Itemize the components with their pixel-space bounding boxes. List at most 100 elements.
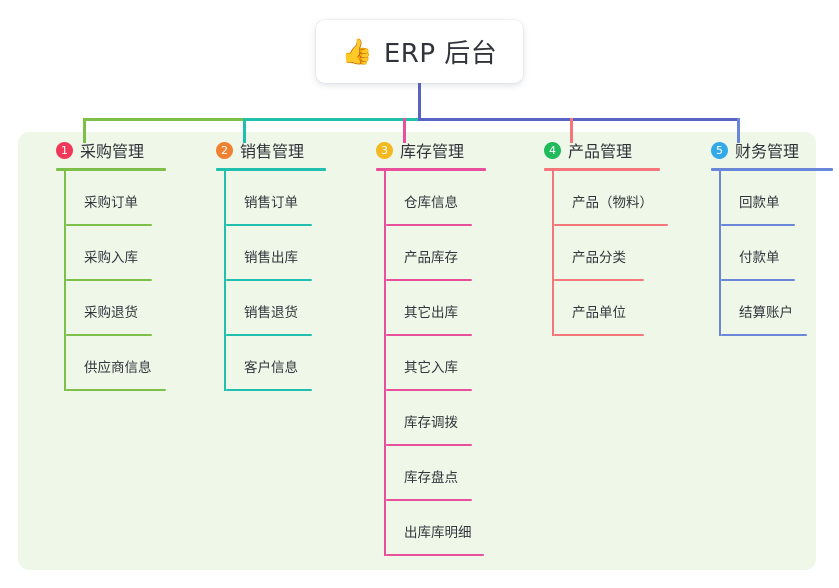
leaf-node-rule (721, 224, 795, 226)
leaf-node-label: 其它出库 (404, 304, 458, 321)
leaf-node-rule (554, 334, 644, 336)
leaf-node[interactable]: 产品（物料） (554, 171, 686, 226)
leaf-node[interactable]: 产品单位 (554, 281, 686, 336)
leaf-node[interactable]: 库存盘点 (386, 446, 518, 501)
branch-title-3: 库存管理 (400, 142, 465, 161)
branch-title-4: 产品管理 (568, 142, 633, 161)
leaf-node[interactable]: 销售出库 (226, 226, 358, 281)
leaf-node-rule (386, 224, 472, 226)
leaf-node-label: 回款单 (739, 194, 780, 211)
branch-header-rule-1 (56, 168, 166, 171)
leaf-node[interactable]: 产品库存 (386, 226, 518, 281)
leaf-node-rule (386, 444, 472, 446)
leaf-node[interactable]: 其它出库 (386, 281, 518, 336)
root-node[interactable]: 👍 ERP 后台 (316, 20, 523, 83)
leaf-node-rule (721, 279, 795, 281)
leaf-node-label: 销售出库 (244, 249, 298, 266)
leaf-node[interactable]: 销售订单 (226, 171, 358, 226)
branch-title-2: 销售管理 (240, 142, 305, 161)
leaf-node-label: 出库库明细 (404, 524, 472, 541)
branch-items-5: 回款单付款单结算账户 (719, 171, 839, 336)
root-node-title: ERP 后台 (383, 39, 498, 69)
leaf-node[interactable]: 仓库信息 (386, 171, 518, 226)
trunk-connector (418, 83, 421, 121)
branch-badge-4: 4 (544, 141, 561, 159)
branch-header-rule-5 (711, 168, 833, 171)
branch-spine-2 (224, 171, 226, 391)
leaf-node[interactable]: 采购退货 (66, 281, 198, 336)
branch-title-5: 财务管理 (735, 142, 800, 161)
branch-spine-4 (552, 171, 554, 336)
branch-badge-5: 5 (711, 141, 728, 159)
bus-segment-2 (243, 118, 420, 121)
leaf-node-label: 产品单位 (572, 304, 626, 321)
leaf-node-label: 销售订单 (244, 194, 298, 211)
leaf-node-label: 付款单 (739, 249, 780, 266)
drop-connector-5 (737, 118, 740, 143)
leaf-node-label: 客户信息 (244, 359, 298, 376)
leaf-node-label: 库存盘点 (404, 469, 458, 486)
leaf-node-rule (66, 334, 152, 336)
drop-connector-2 (243, 118, 246, 143)
leaf-node[interactable]: 产品分类 (554, 226, 686, 281)
leaf-node-rule (226, 334, 312, 336)
branch-header-1[interactable]: 1 采购管理 (38, 132, 198, 168)
leaf-node-label: 采购订单 (84, 194, 138, 211)
leaf-node-rule (386, 279, 472, 281)
branch-items-1: 采购订单采购入库采购退货供应商信息 (64, 171, 198, 391)
leaf-node-label: 产品（物料） (572, 194, 653, 211)
leaf-node-rule (554, 224, 668, 226)
leaf-node-label: 产品分类 (572, 249, 626, 266)
leaf-node-label: 产品库存 (404, 249, 458, 266)
leaf-node-label: 库存调拨 (404, 414, 458, 431)
leaf-node-label: 采购退货 (84, 304, 138, 321)
leaf-node-rule (226, 279, 312, 281)
drop-connector-4 (570, 118, 573, 143)
leaf-node[interactable]: 库存调拨 (386, 391, 518, 446)
leaf-node[interactable]: 付款单 (721, 226, 839, 281)
leaf-node-label: 其它入库 (404, 359, 458, 376)
leaf-node-rule (66, 279, 152, 281)
branch-column-5: 5 财务管理回款单付款单结算账户 (693, 132, 839, 336)
branch-header-5[interactable]: 5 财务管理 (693, 132, 839, 168)
leaf-node-rule (721, 334, 807, 336)
branch-header-3[interactable]: 3 库存管理 (358, 132, 518, 168)
leaf-node-rule (386, 334, 472, 336)
leaf-node[interactable]: 客户信息 (226, 336, 358, 391)
leaf-node[interactable]: 采购入库 (66, 226, 198, 281)
branch-items-4: 产品（物料） 产品分类产品单位 (552, 171, 686, 336)
bus-segment-1 (83, 118, 245, 121)
branch-title-1: 采购管理 (80, 142, 145, 161)
leaf-node[interactable]: 供应商信息 (66, 336, 198, 391)
branch-badge-1: 1 (56, 141, 73, 159)
leaf-node-rule (226, 389, 312, 391)
branch-header-rule-2 (216, 168, 326, 171)
leaf-node[interactable]: 其它入库 (386, 336, 518, 391)
leaf-node-rule (66, 389, 166, 391)
leaf-node[interactable]: 结算账户 (721, 281, 839, 336)
drop-connector-3 (403, 118, 406, 143)
leaf-node[interactable]: 出库库明细 (386, 501, 518, 556)
root-node-content: 👍 ERP 后台 (342, 33, 498, 70)
leaf-node-rule (66, 224, 152, 226)
branch-column-1: 1 采购管理采购订单采购入库采购退货供应商信息 (38, 132, 198, 391)
leaf-node[interactable]: 采购订单 (66, 171, 198, 226)
branch-badge-3: 3 (376, 141, 393, 159)
branch-spine-3 (384, 171, 386, 556)
branch-header-rule-3 (376, 168, 486, 171)
branches-panel (18, 132, 816, 570)
leaf-node-rule (386, 389, 472, 391)
leaf-node-rule (386, 554, 484, 556)
leaf-node-rule (226, 224, 312, 226)
drop-connector-1 (83, 118, 86, 143)
bus-segment-3 (418, 118, 740, 121)
leaf-node[interactable]: 回款单 (721, 171, 839, 226)
branch-column-3: 3 库存管理仓库信息产品库存其它出库其它入库库存调拨库存盘点出库库明细 (358, 132, 518, 556)
branch-spine-1 (64, 171, 66, 391)
leaf-node[interactable]: 销售退货 (226, 281, 358, 336)
branch-header-4[interactable]: 4 产品管理 (526, 132, 686, 168)
branch-column-4: 4 产品管理产品（物料） 产品分类产品单位 (526, 132, 686, 336)
branch-items-2: 销售订单销售出库销售退货客户信息 (224, 171, 358, 391)
